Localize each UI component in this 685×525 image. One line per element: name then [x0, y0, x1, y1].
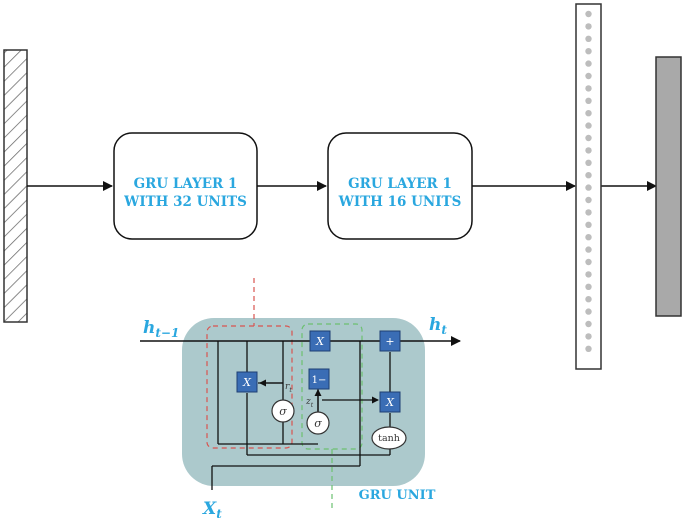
neuron-dot	[585, 283, 592, 290]
mult-gate-reset-label: X	[242, 376, 252, 389]
reset-gate-region	[206, 325, 293, 449]
h-out-label: ht	[429, 315, 447, 337]
neuron-dot	[585, 196, 592, 204]
neuron-dot	[585, 85, 592, 92]
neuron-dot	[585, 60, 592, 67]
neuron-dot	[585, 345, 592, 352]
gru-unit-caption: GRU UNIT	[359, 488, 436, 503]
neuron-dot	[585, 97, 592, 105]
neuron-dot	[585, 258, 592, 266]
gru-layer-1-box	[113, 132, 258, 240]
neuron-dot	[585, 110, 592, 117]
neuron-dot	[585, 296, 592, 303]
mult-gate-top-label: X	[315, 335, 325, 348]
reset-sigma	[271, 399, 295, 423]
neuron-dot	[585, 308, 592, 315]
neuron-dot	[585, 159, 592, 166]
update-sigma-label: σ	[314, 417, 322, 430]
neuron-dot	[585, 271, 592, 278]
neuron-dot	[585, 23, 592, 30]
z-label: zt	[305, 397, 314, 409]
mult-gate-right-label: X	[385, 396, 395, 409]
neuron-dot	[585, 134, 592, 142]
add-gate	[379, 330, 401, 352]
mult-gate-top	[309, 330, 331, 352]
gru-layer-2-title: GRU LAYER 1	[348, 176, 452, 192]
neuron-dot	[585, 184, 592, 191]
neuron-dot	[585, 48, 592, 55]
neuron-dot	[585, 209, 592, 216]
gru-layer-1-title: GRU LAYER 1	[134, 176, 238, 192]
tanh-label: tanh	[378, 433, 400, 444]
neuron-dot	[585, 172, 592, 179]
dropout-neurons	[585, 10, 592, 352]
one-minus-label: 1−	[312, 375, 327, 386]
add-gate-label: +	[385, 335, 394, 348]
gru-wiring	[217, 341, 391, 467]
neuron-dot	[585, 333, 592, 340]
mult-gate-reset	[236, 371, 258, 393]
neuron-dot	[585, 35, 592, 42]
gru-layer-2-units: WITH 16 UNITS	[338, 194, 462, 210]
h-prev-label: ht−1	[143, 318, 179, 340]
gru-layer-2-box	[327, 132, 473, 240]
gru-layer-1-units: WITH 32 UNITS	[123, 194, 247, 210]
tanh-node	[371, 426, 407, 450]
update-sigma	[306, 411, 330, 435]
x-input-label: Xt	[202, 499, 222, 521]
one-minus-gate	[308, 368, 330, 390]
neuron-dot	[585, 122, 592, 129]
input-layer	[3, 49, 28, 323]
neuron-dot	[585, 234, 592, 241]
mult-gate-right	[379, 391, 401, 413]
neuron-dot	[585, 246, 592, 253]
dense-output-layer	[655, 56, 682, 317]
neuron-dot	[585, 10, 592, 18]
neuron-dot	[585, 221, 592, 228]
neuron-dot	[585, 72, 592, 80]
reset-sigma-label: σ	[279, 405, 287, 418]
neuron-dot	[585, 147, 592, 154]
r-label: rt	[285, 382, 292, 394]
neuron-dot	[585, 320, 592, 328]
